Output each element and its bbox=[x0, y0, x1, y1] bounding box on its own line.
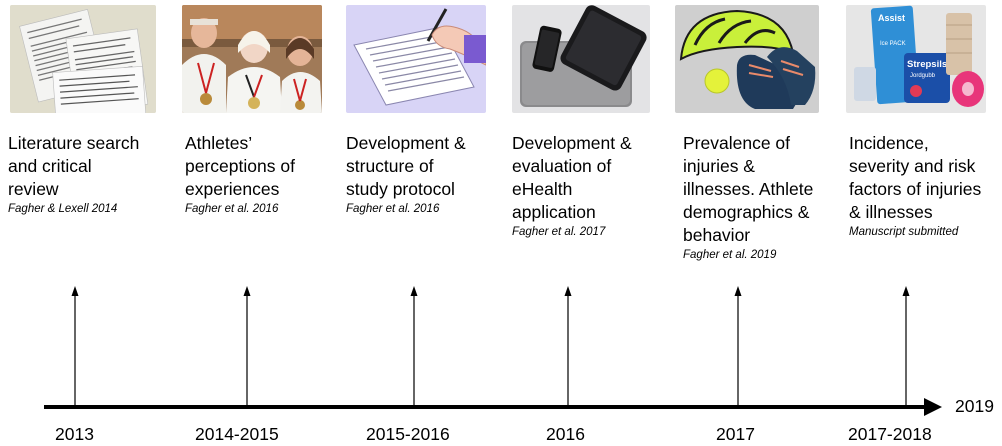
milestone-1-caption: Literature search and critical review Fa… bbox=[8, 132, 139, 217]
milestone-4-line-1: Development & bbox=[512, 133, 632, 153]
milestone-4-line-4: application bbox=[512, 202, 596, 222]
milestone-6-citation: Manuscript submitted bbox=[849, 226, 959, 238]
milestone-2-citation: Fagher et al. 2016 bbox=[185, 203, 279, 215]
milestone-4-line-2: evaluation of bbox=[512, 156, 612, 176]
milestone-5-line-1: Prevalence of bbox=[683, 133, 791, 153]
milestone-1-citation: Fagher & Lexell 2014 bbox=[8, 203, 118, 215]
milestone-3-citation: Fagher et al. 2016 bbox=[346, 203, 440, 215]
milestone-1-year: 2013 bbox=[55, 424, 94, 444]
milestone-5-arrowhead bbox=[734, 286, 742, 296]
milestone-3-caption: Development & structure of study protoco… bbox=[346, 132, 466, 217]
milestone-6-line-3: factors of injuries bbox=[849, 179, 982, 199]
milestone-2-caption: Athletes’ perceptions of experiences Fag… bbox=[185, 132, 295, 217]
milestone-6-line-4: & illnesses bbox=[849, 202, 933, 222]
strepsils-brand-text: Strepsils bbox=[907, 59, 947, 70]
strepsils-flavor-text: Jordgubb bbox=[910, 73, 936, 79]
sports-gear-icon bbox=[675, 5, 819, 113]
ice-pack-label-text: Ice PACK bbox=[880, 41, 906, 47]
milestone-5-caption: Prevalence of injuries & illnesses. Athl… bbox=[683, 132, 813, 263]
milestone-3-year: 2015-2016 bbox=[366, 424, 450, 444]
milestone-4-caption: Development & evaluation of eHealth appl… bbox=[512, 132, 632, 240]
milestone-5-line-4: demographics & bbox=[683, 202, 810, 222]
milestone-4-citation: Fagher et al. 2017 bbox=[512, 226, 606, 238]
milestone-3-line-2: structure of bbox=[346, 156, 434, 176]
milestone-1-line-3: review bbox=[8, 179, 59, 199]
ice-pack-brand-text: Assist bbox=[878, 13, 905, 23]
milestone-6-arrowhead bbox=[902, 286, 910, 296]
milestone-6-caption: Incidence, severity and risk factors of … bbox=[849, 132, 981, 240]
timeline-axis-arrowhead bbox=[924, 398, 942, 416]
medical-supplies-icon: Assist Ice PACK Strepsils Jordgubb bbox=[846, 5, 986, 113]
milestone-2-arrowhead bbox=[243, 286, 251, 296]
milestone-5-line-3: illnesses. Athlete bbox=[683, 179, 814, 199]
milestone-1-line-2: and critical bbox=[8, 156, 92, 176]
milestone-3-line-3: study protocol bbox=[346, 179, 455, 199]
milestone-4-year: 2016 bbox=[546, 424, 585, 444]
milestone-6-line-2: severity and risk bbox=[849, 156, 976, 176]
milestone-6-line-1: Incidence, bbox=[849, 133, 929, 153]
milestone-3-arrowhead bbox=[410, 286, 418, 296]
milestone-1-line-1: Literature search bbox=[8, 133, 140, 153]
timeline-end-year: 2019 bbox=[955, 396, 994, 416]
milestone-3-line-1: Development & bbox=[346, 133, 466, 153]
literature-papers-icon bbox=[10, 5, 156, 113]
milestone-5-line-2: injuries & bbox=[683, 156, 755, 176]
milestone-2-line-2: perceptions of bbox=[185, 156, 295, 176]
milestone-2-line-3: experiences bbox=[185, 179, 280, 199]
milestone-5-citation: Fagher et al. 2019 bbox=[683, 249, 777, 261]
milestone-4-arrowhead bbox=[564, 286, 572, 296]
milestone-6-year: 2017-2018 bbox=[848, 424, 932, 444]
milestone-4-line-3: eHealth bbox=[512, 179, 573, 199]
milestone-2-year: 2014-2015 bbox=[195, 424, 279, 444]
writing-hand-icon bbox=[346, 5, 486, 113]
milestone-1-arrowhead bbox=[71, 286, 79, 296]
milestone-5-line-5: behavior bbox=[683, 225, 751, 245]
milestone-2-line-1: Athletes’ bbox=[185, 133, 253, 153]
milestone-5-year: 2017 bbox=[716, 424, 755, 444]
devices-icon bbox=[512, 5, 650, 113]
athletes-photo-icon bbox=[182, 5, 322, 113]
